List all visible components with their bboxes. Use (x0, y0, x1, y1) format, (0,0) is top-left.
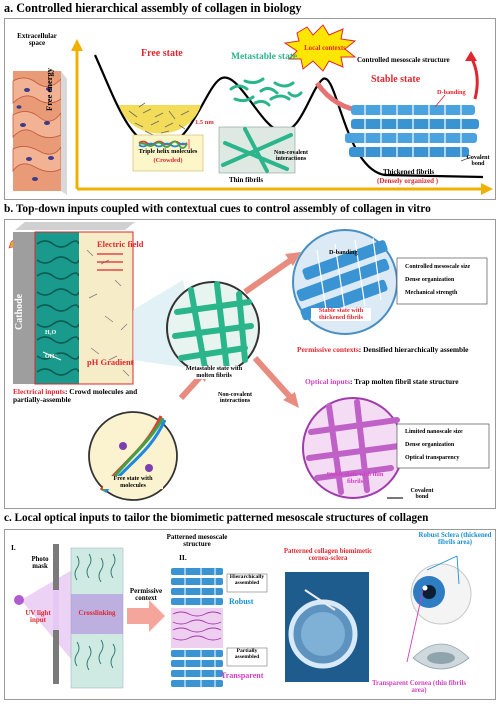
thickened-fibrils-label: Thickened fibrils (383, 168, 435, 176)
crowded-label: (Crowded) (153, 157, 183, 164)
permissive-arrow (127, 600, 165, 632)
ph-gradient-label: pH Gradient (87, 357, 134, 367)
section-c-panel: I. Photo mask UV light input Crosslinkin… (4, 529, 496, 700)
hier-assembled-label: Hierarchically assembled (229, 574, 265, 586)
local-contexts-label: Local contexts (304, 45, 346, 52)
permissive-contexts-label: Permissive contexts: Densified hierarchi… (297, 346, 468, 354)
arrow-to-stable-thin (252, 355, 294, 401)
feature-top-2: Dense organization (405, 277, 455, 283)
electric-field-label: Electric field (97, 239, 144, 249)
section-b-panel: Cathode Electric field pH Gradient H₂O O… (4, 219, 496, 509)
densely-organized-label: (Densely organized ) (377, 177, 439, 185)
patterned-structure-label: Patterned mesoscale structure (166, 533, 228, 549)
section-a-panel: Extracellular space Free energy Free sta… (4, 18, 496, 200)
section-c-title: c. Local optical inputs to tailor the bi… (4, 512, 429, 524)
tissue-image (12, 71, 67, 195)
electrical-inputs-label: Electrical inputs: Crowd molecules and p… (13, 388, 143, 404)
feature-bottom-1: Limited nanoscale size (405, 429, 463, 435)
electrical-text: : Crowd molecules and partially-assemble (13, 387, 138, 404)
triple-helix-label: Triple helix molecules (138, 148, 198, 155)
stable-fibril-bundles (345, 105, 479, 157)
x-axis-arrow (481, 183, 493, 195)
features-bottom-box (396, 423, 490, 469)
extracellular-space-label: Extracellular space (17, 32, 57, 48)
stable-up-arrow (469, 56, 479, 100)
optical-text: : Trap molten fibril state structure (349, 377, 459, 386)
optical-inputs-label: Optical inputs: Trap molten fibril state… (305, 378, 459, 386)
uv-light-source (14, 595, 24, 605)
feature-bottom-2: Dense organization (405, 442, 455, 448)
controlled-mesoscale-label: Controlled mesoscale structure (357, 56, 450, 64)
non-covalent-label: Non-covalent interactions (274, 150, 308, 163)
oh-label: OH⁻ (45, 354, 58, 360)
thin-fibrils-label: Thin fibrils (229, 176, 264, 184)
uv-input-label: UV light input (25, 609, 51, 625)
non-covalent-b-label: Non-covalent interactions (218, 392, 252, 405)
covalent-bond-label: Covalent bond (466, 155, 490, 168)
partially-assembled-label: Partially assembled (234, 648, 260, 660)
thin-fibrils (221, 127, 293, 173)
y-axis-arrow (71, 39, 83, 51)
section-a-title: a. Controlled hierarchical assembly of c… (4, 1, 302, 15)
metastable-state-label: Metastable state (231, 52, 298, 62)
optical-prefix: Optical inputs (305, 377, 350, 386)
section-b-title: b. Top-down inputs coupled with contextu… (4, 203, 431, 215)
transparent-cornea-label: Transparent Cornea (thin fibrils area) (372, 680, 466, 695)
crosslink-zone (71, 594, 123, 634)
covalent-bond-b-label: Covalent bond (410, 488, 434, 501)
permissive-context-label: Permissive context (129, 587, 163, 603)
h2o-label: H₂O (45, 330, 57, 336)
thickened-fibrils-circle (292, 229, 398, 335)
robust-label: Robust (229, 597, 254, 606)
transparent-label: Transparent (221, 671, 264, 680)
robust-sclera-label: Robust Sclera (thickened fibrils area) (418, 532, 492, 547)
free-state-label: Free state (141, 48, 183, 59)
step-i-label: I. (11, 543, 16, 552)
partially-assembled-box (226, 647, 268, 667)
cathode-label: Cathode (14, 293, 25, 330)
arrow-to-stable-thick (243, 257, 293, 295)
free-molecules-label: Free state with molecules (103, 475, 163, 489)
section-c-diagram (14, 544, 472, 689)
arrow-free-to-metastable (178, 373, 204, 401)
cornea-sclera-photo (285, 572, 369, 682)
hier-assembled-box (226, 573, 268, 593)
triple-helix-molecule (138, 140, 188, 149)
stable-thin-label: Stable state with thin fibrils (326, 471, 384, 485)
size-label: 1.5 nm (195, 119, 214, 126)
feature-top-1: Controlled mesoscale size (405, 264, 471, 270)
crosslinking-label: Crosslinking (78, 610, 116, 617)
free-molecules (128, 102, 190, 136)
metastable-circle (166, 281, 260, 375)
patterned-structure (171, 568, 223, 687)
d-banding-b-label: D-banding (329, 249, 358, 256)
features-top-box (396, 257, 488, 305)
feature-top-3: Mechanical strength (405, 290, 458, 296)
section-a-diagram (12, 24, 493, 195)
electrical-prefix: Electrical inputs (13, 387, 65, 396)
step-ii-label: II. (179, 553, 187, 562)
photo-mask-label: Photo mask (31, 556, 49, 571)
eye-illustration (410, 563, 472, 670)
feature-bottom-3: Optical transparency (405, 455, 460, 461)
permissive-text: : Densified hierarchically assemble (358, 345, 469, 354)
cathode-block (13, 222, 135, 385)
metastable-molten-label: Metastable state with molten fibrils (185, 365, 243, 379)
d-banding-label: D-banding (437, 89, 466, 96)
metastable-fibrils (229, 77, 303, 107)
free-energy-label: Free energy (44, 67, 54, 111)
stable-state-label: Stable state (371, 74, 421, 85)
stable-thickened-label: Stable state with thickened fibrils (311, 307, 371, 322)
local-contexts-burst (283, 24, 357, 72)
section-b-diagram (8, 222, 490, 501)
patterned-collagen-label: Patterned collagen biomimetic cornea-scl… (283, 548, 373, 563)
permissive-prefix: Permissive contexts (297, 345, 359, 354)
